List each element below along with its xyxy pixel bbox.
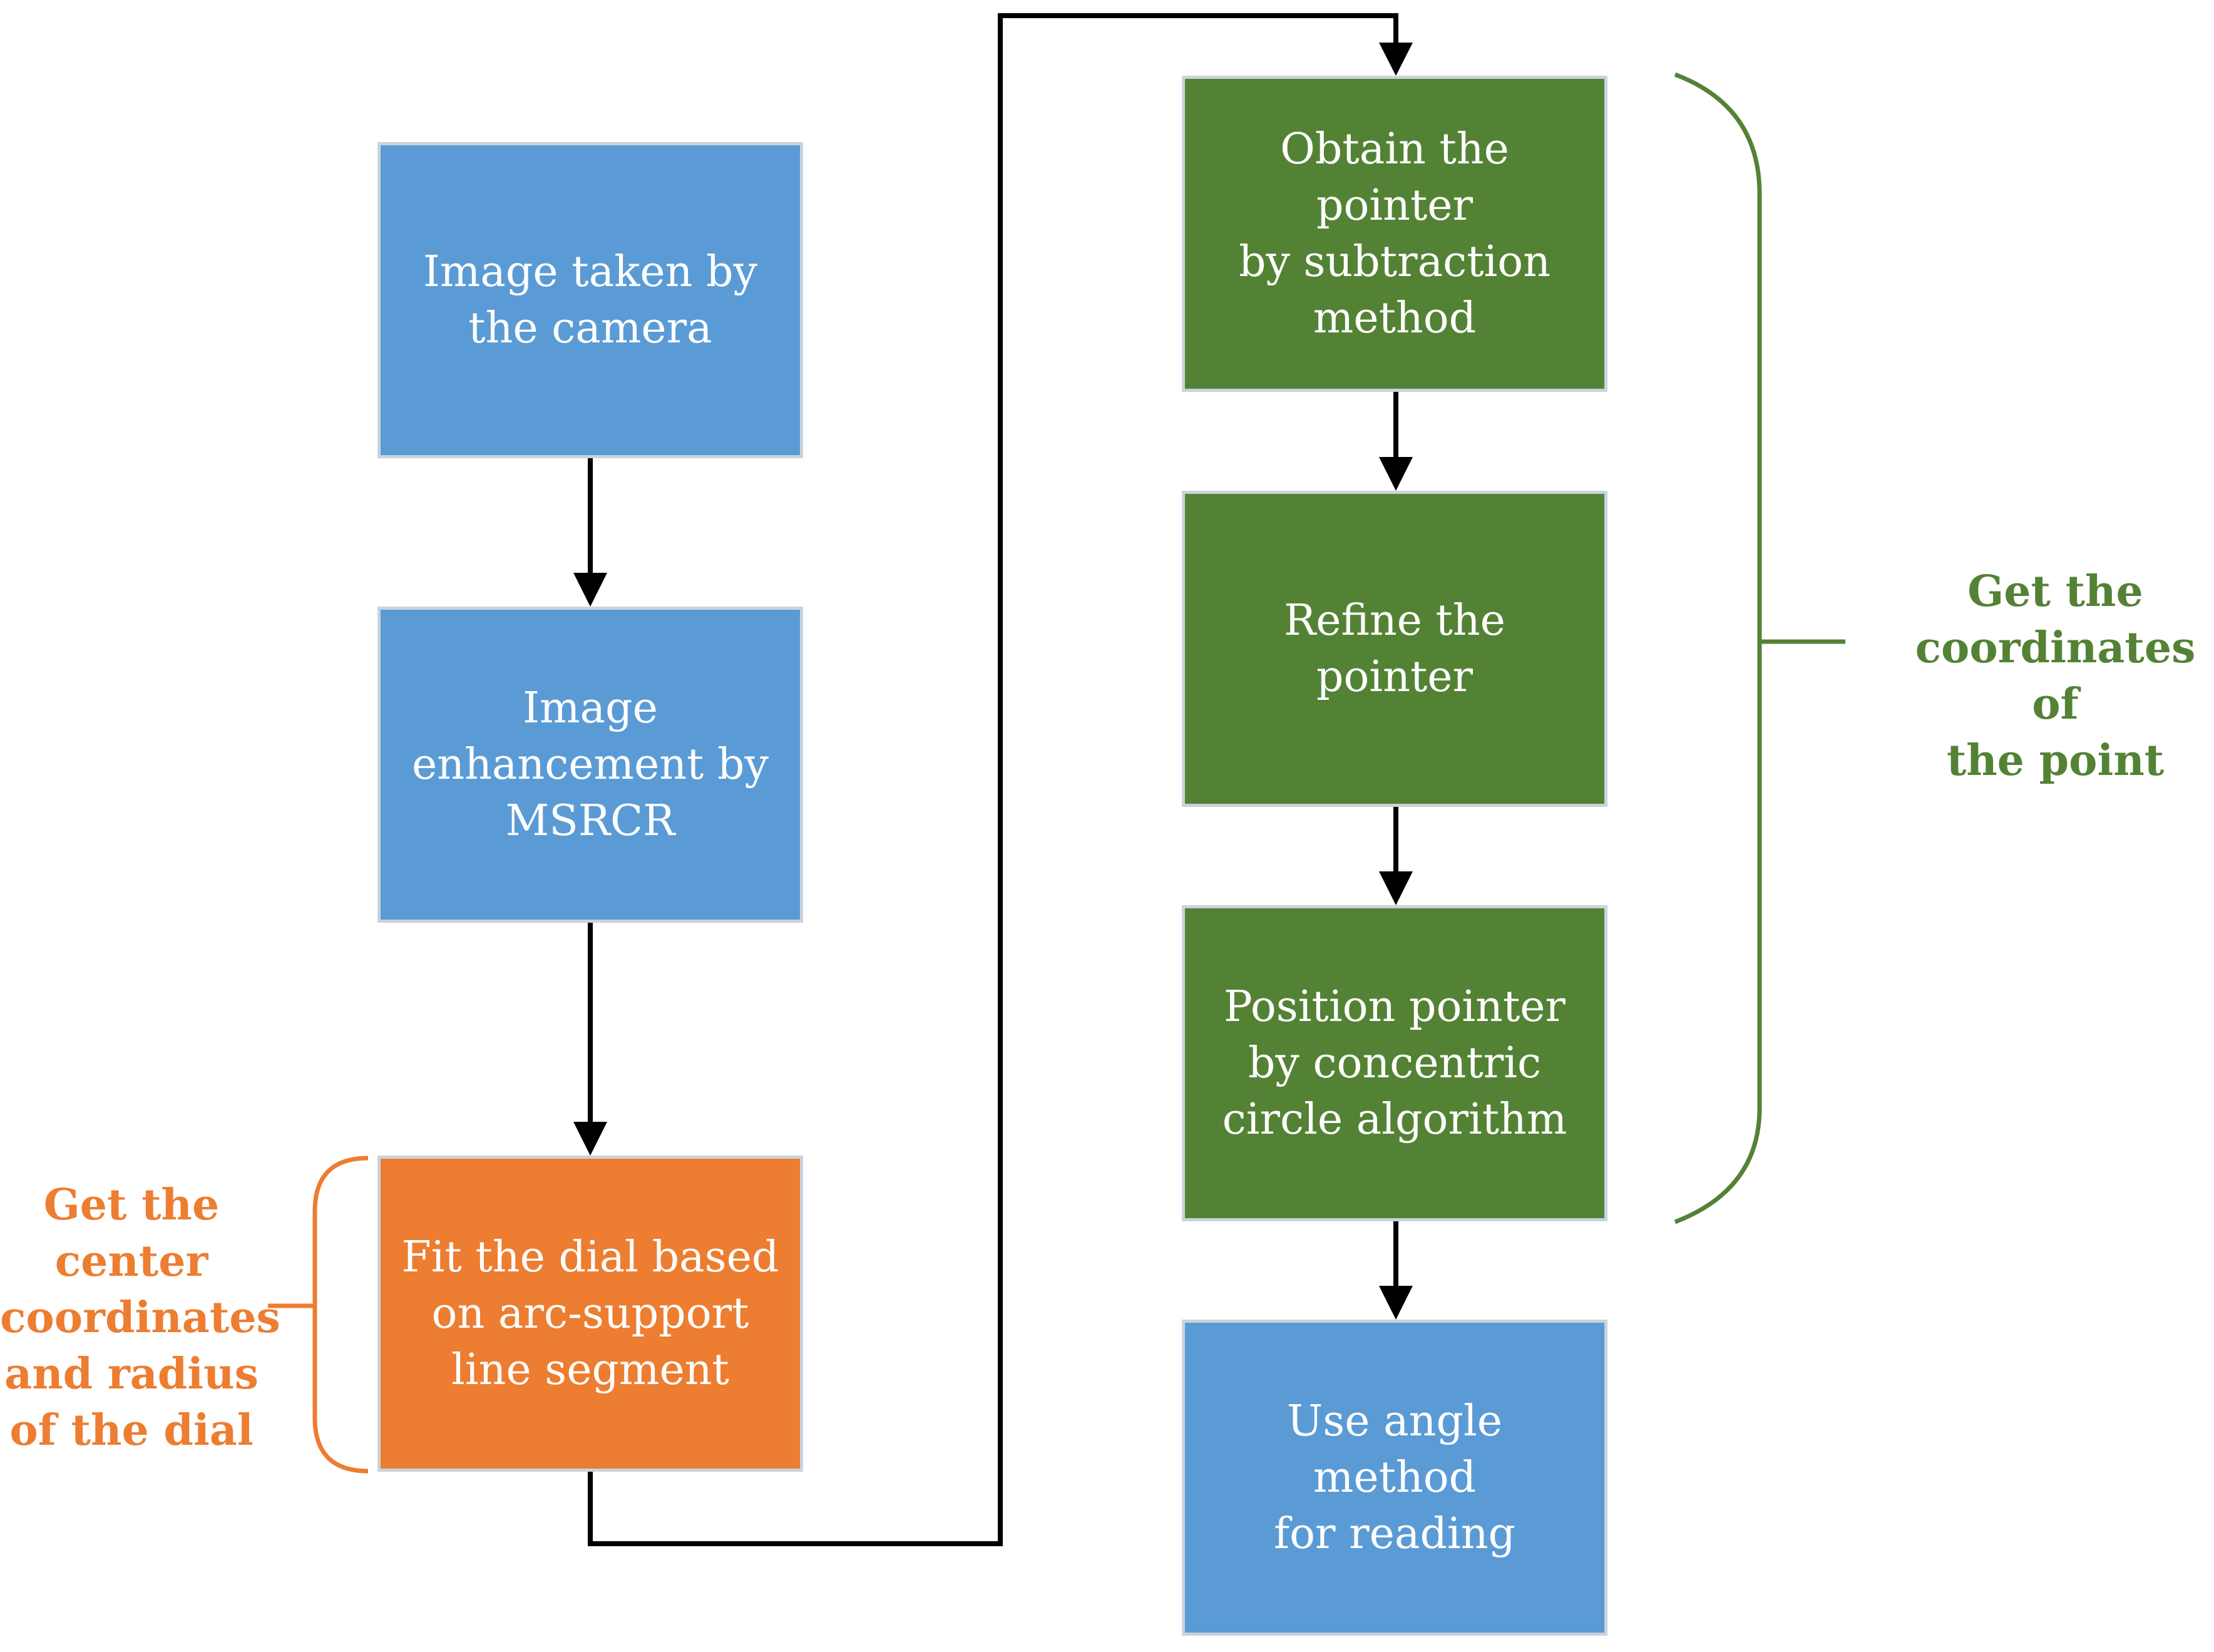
step-obtain-pointer-label: Obtain the pointer by subtraction method [1238, 124, 1551, 343]
step-image-enhancement-box: Image enhancement by MSRCR [377, 607, 803, 923]
step-refine-pointer-box: Refine the pointer [1182, 491, 1607, 807]
step-angle-reading-label: Use angle method for reading [1273, 1396, 1516, 1559]
arrowhead-enhance [573, 573, 607, 607]
step-refine-pointer-label: Refine the pointer [1284, 595, 1505, 702]
step-image-taken-label: Image taken by the camera [423, 247, 757, 353]
step-position-pointer-box: Position pointer by concentric circle al… [1182, 905, 1607, 1221]
annotation-point-coordinates: Get the coordinates of the point [1915, 567, 2196, 786]
step-fit-dial-box: Fit the dial based on arc-support line s… [377, 1156, 803, 1472]
arrowhead-position [1379, 871, 1413, 905]
arrowhead-angle [1379, 1286, 1413, 1320]
step-fit-dial-label: Fit the dial based on arc-support line s… [401, 1232, 779, 1395]
step-position-pointer-label: Position pointer by concentric circle al… [1222, 982, 1567, 1144]
step-image-taken-box: Image taken by the camera [377, 142, 803, 458]
arrowhead-refine [1379, 457, 1413, 491]
arrow-fit-to-obtain [588, 13, 1398, 1546]
arrowhead-fit [573, 1122, 607, 1156]
right-brace [1674, 72, 1845, 1224]
step-obtain-pointer-box: Obtain the pointer by subtraction method [1182, 76, 1607, 392]
step-angle-reading-box: Use angle method for reading [1182, 1320, 1607, 1636]
arrowhead-obtain [1379, 43, 1413, 76]
left-brace [268, 1156, 369, 1474]
annotation-dial-center: Get the center coordinates and radius of… [0, 1180, 280, 1455]
step-image-enhancement-label: Image enhancement by MSRCR [412, 683, 769, 846]
connectors [588, 13, 1398, 1546]
arrowheads [573, 43, 1413, 1320]
